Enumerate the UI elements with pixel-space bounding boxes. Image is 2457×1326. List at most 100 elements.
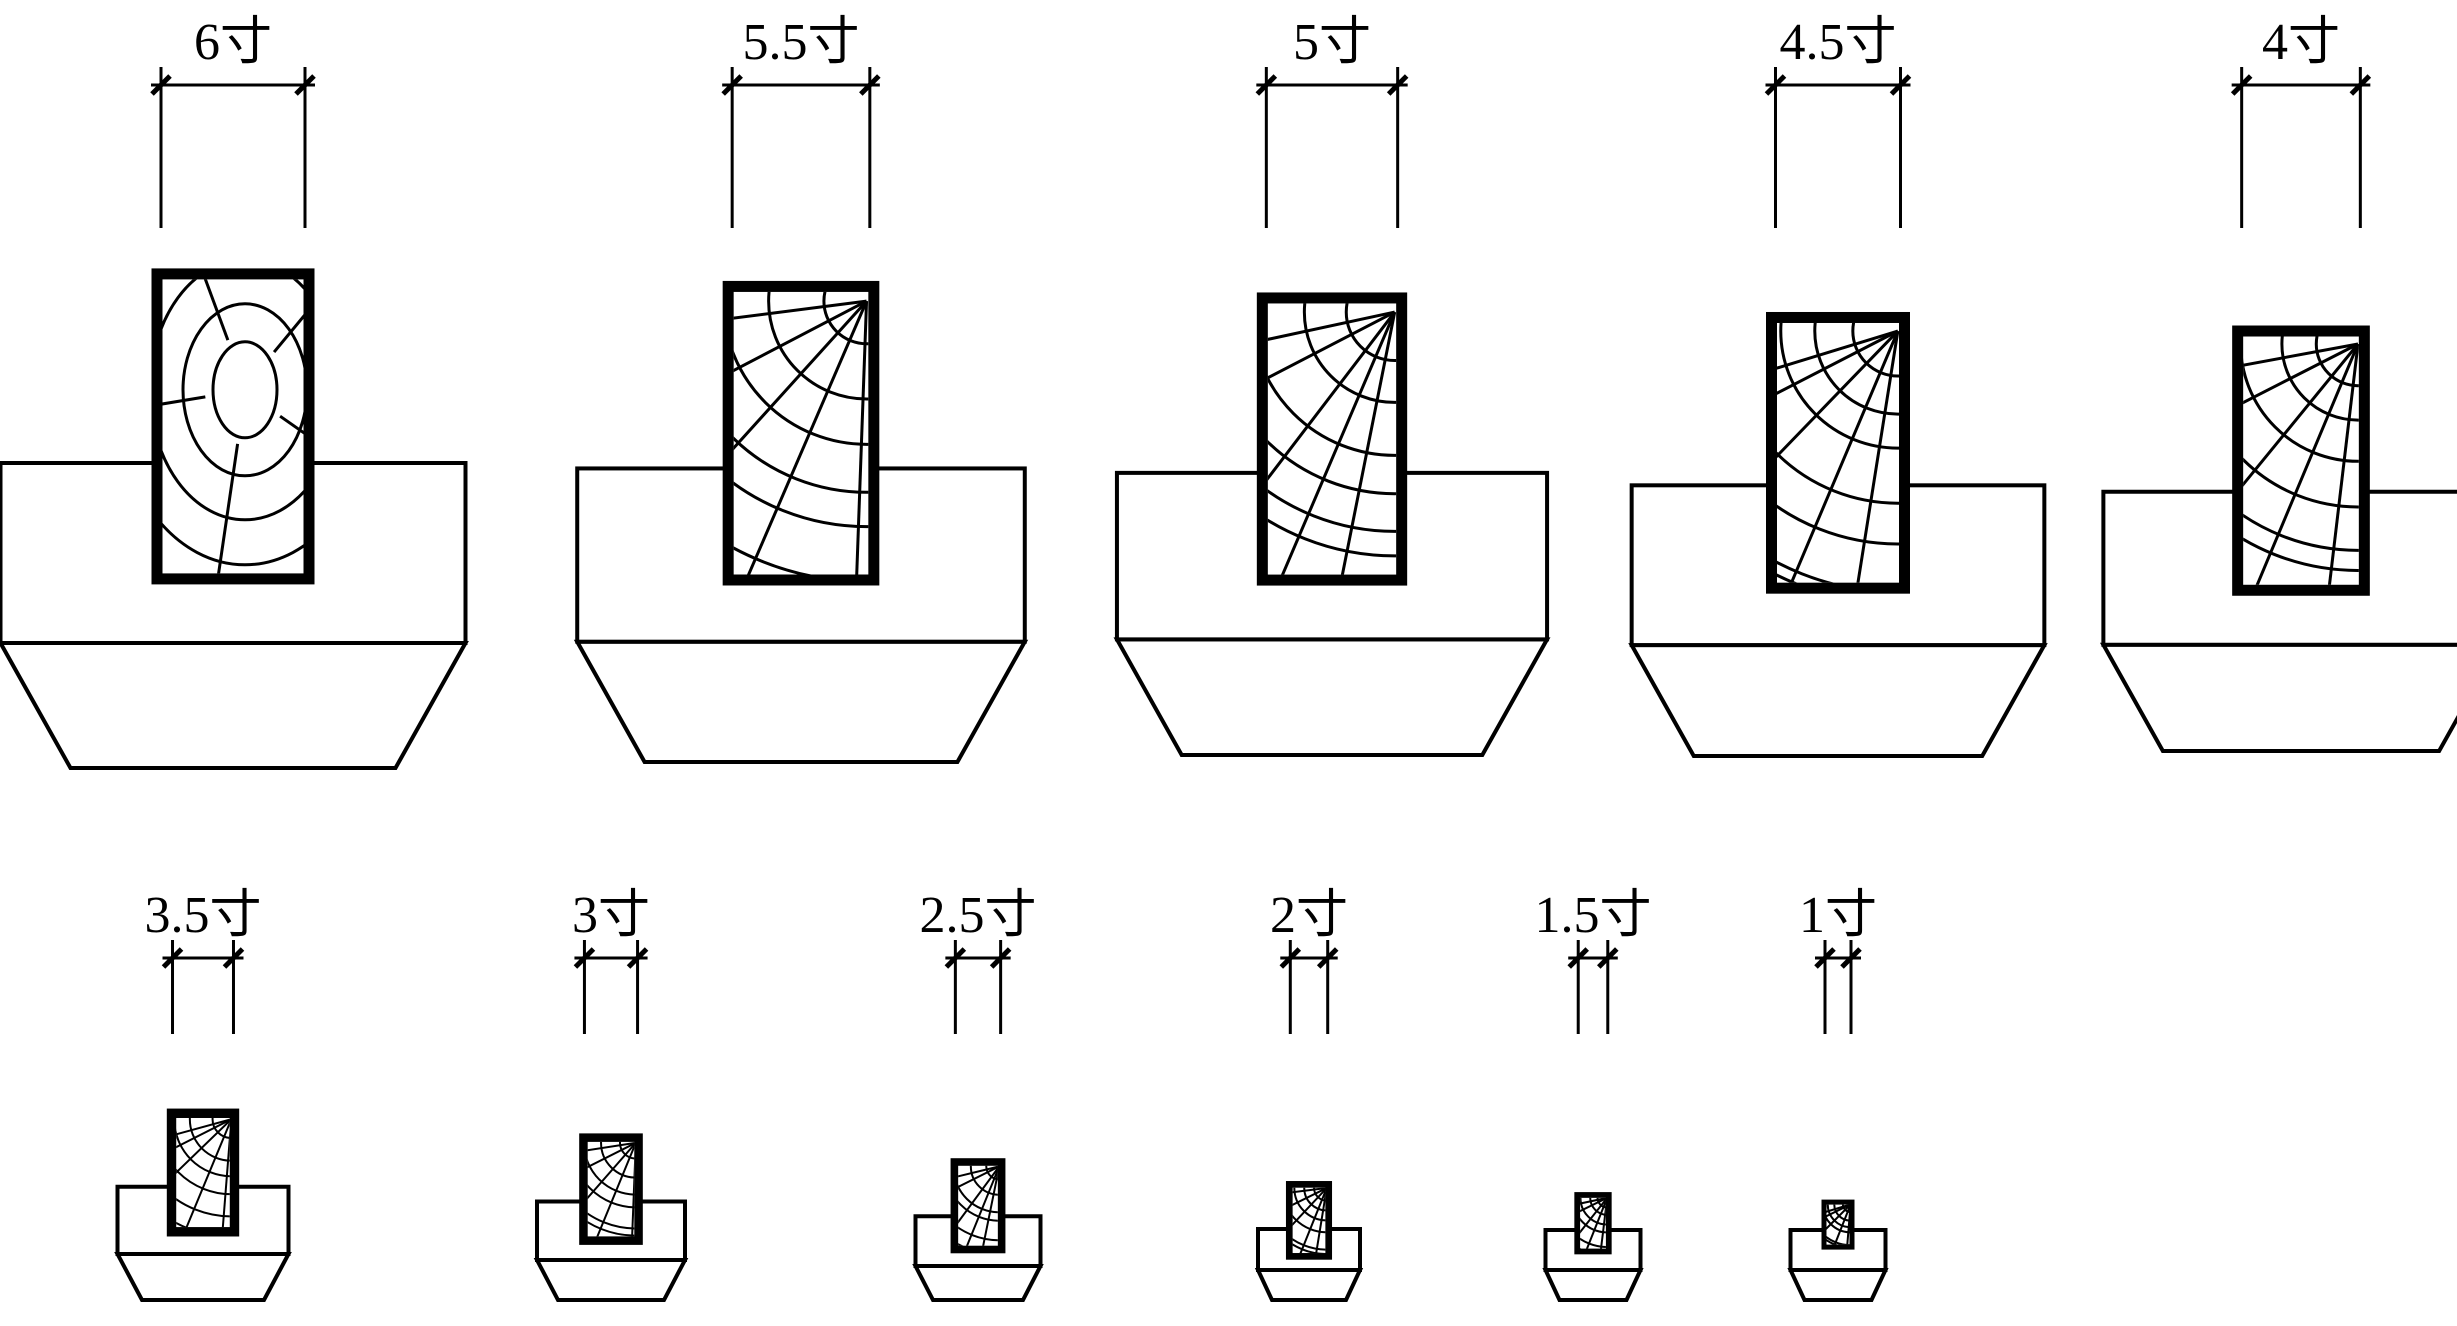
wood-grain (1826, 1204, 1850, 1245)
timber-figure-3.5: 3.5寸 (114, 887, 292, 1302)
base-block (115, 1184, 291, 1256)
grain-crack (272, 314, 304, 353)
grain-crack (1299, 1188, 1326, 1254)
timber-figure-1: 1寸 (1787, 887, 1889, 1302)
growth-ring (2280, 336, 2359, 422)
tick-mark-right (1840, 947, 1862, 969)
grain-crack (1585, 1198, 1606, 1249)
tick-mark-right (1597, 947, 1619, 969)
tick-mark-left (150, 74, 172, 96)
grain-crack (982, 1168, 998, 1246)
grain-crack (1826, 1204, 1850, 1218)
grain-crack (855, 301, 869, 575)
timber-post (722, 280, 880, 586)
wood-grain (176, 1117, 230, 1228)
tick-mark-right (2349, 74, 2372, 96)
growth-ring (2243, 358, 2359, 463)
base-trapezoid (573, 639, 1029, 764)
base-trapezoid (114, 1252, 292, 1302)
tick-mark-right (1889, 74, 1912, 96)
dimension-label: 1.5寸 (1534, 887, 1651, 944)
grain-crack (176, 1119, 230, 1174)
grain-crack (203, 279, 230, 341)
growth-ring (600, 1141, 635, 1179)
wood-grain (587, 1141, 635, 1237)
grain-crack (1846, 1205, 1850, 1245)
growth-ring (2314, 336, 2359, 388)
growth-ring (1267, 375, 1397, 457)
timber-figure-4.5: 4.5寸 (1628, 14, 2048, 758)
growth-ring (162, 522, 304, 567)
dimension-label: 3寸 (572, 887, 650, 944)
growth-ring (1851, 322, 1899, 378)
wood-grain (1777, 322, 1899, 583)
grain-crack (1267, 310, 1396, 380)
grain-crack (958, 1166, 998, 1224)
grain-crack (1340, 311, 1397, 575)
grain-crack (965, 1167, 998, 1246)
tick-mark-left (161, 947, 184, 969)
grain-crack (733, 299, 868, 373)
tick-mark-left (1255, 74, 1278, 96)
grain-crack (596, 1143, 635, 1237)
grain-crack (162, 395, 206, 406)
growth-ring (969, 1165, 998, 1196)
grain-crack (1777, 329, 1899, 459)
tick-mark-left (1814, 947, 1836, 969)
grain-crack (176, 1118, 230, 1149)
grain-crack (958, 1165, 998, 1178)
grain-crack (2327, 343, 2359, 585)
grain-crack (1580, 1197, 1606, 1213)
tick-mark-right (989, 947, 1012, 969)
grain-crack (631, 1155, 635, 1237)
grain-crack (1600, 1200, 1606, 1249)
grain-crack (587, 1142, 635, 1200)
growth-ring (767, 291, 869, 401)
dimension-label: 3.5寸 (144, 887, 261, 944)
dimension-label: 2寸 (1270, 887, 1348, 944)
grain-crack (1280, 311, 1397, 575)
growth-ring (733, 436, 869, 494)
grain-crack (587, 1142, 635, 1169)
dimension-label: 6寸 (194, 14, 272, 71)
growth-ring (211, 1117, 230, 1139)
base-trapezoid (0, 641, 469, 770)
growth-ring (162, 279, 304, 522)
growth-ring (733, 350, 869, 446)
growth-ring (1313, 1187, 1326, 1202)
grain-crack (185, 1120, 230, 1228)
grain-crack (176, 1118, 230, 1136)
timber-figure-5.5: 5.5寸 (573, 14, 1029, 764)
timber-figure-4: 4寸 (2099, 14, 2457, 753)
timber-figure-5: 5寸 (1113, 14, 1551, 757)
timber-post (166, 1108, 240, 1237)
grain-crack (1789, 330, 1899, 583)
dimension-label: 1寸 (1799, 887, 1877, 944)
timber-figure-3: 3寸 (533, 887, 689, 1302)
tick-mark-right (1386, 74, 1409, 96)
tick-mark-left (944, 947, 967, 969)
growth-ring (1777, 451, 1899, 505)
grain-crack (1292, 1187, 1326, 1194)
grain-crack (1292, 1187, 1326, 1206)
grain-crack (1292, 1187, 1326, 1226)
base-trapezoid (533, 1258, 689, 1302)
growth-ring (619, 1141, 635, 1160)
grain-crack (1856, 330, 1899, 583)
wood-grain (958, 1165, 998, 1246)
dimension-label: 4寸 (2262, 14, 2340, 71)
tick-mark-right (1316, 947, 1339, 969)
growth-ring (1302, 303, 1397, 404)
growth-ring (2243, 537, 2359, 572)
grain-crack (1580, 1197, 1606, 1234)
timber-figure-1.5: 1.5寸 (1534, 887, 1652, 1302)
growth-ring (211, 340, 279, 440)
tick-mark-right (626, 947, 649, 969)
tick-mark-left (573, 947, 596, 969)
dimension-label: 5寸 (1293, 14, 1371, 71)
tick-mark-right (294, 74, 316, 96)
grain-crack (2243, 342, 2359, 405)
base-trapezoid (1628, 643, 2048, 758)
